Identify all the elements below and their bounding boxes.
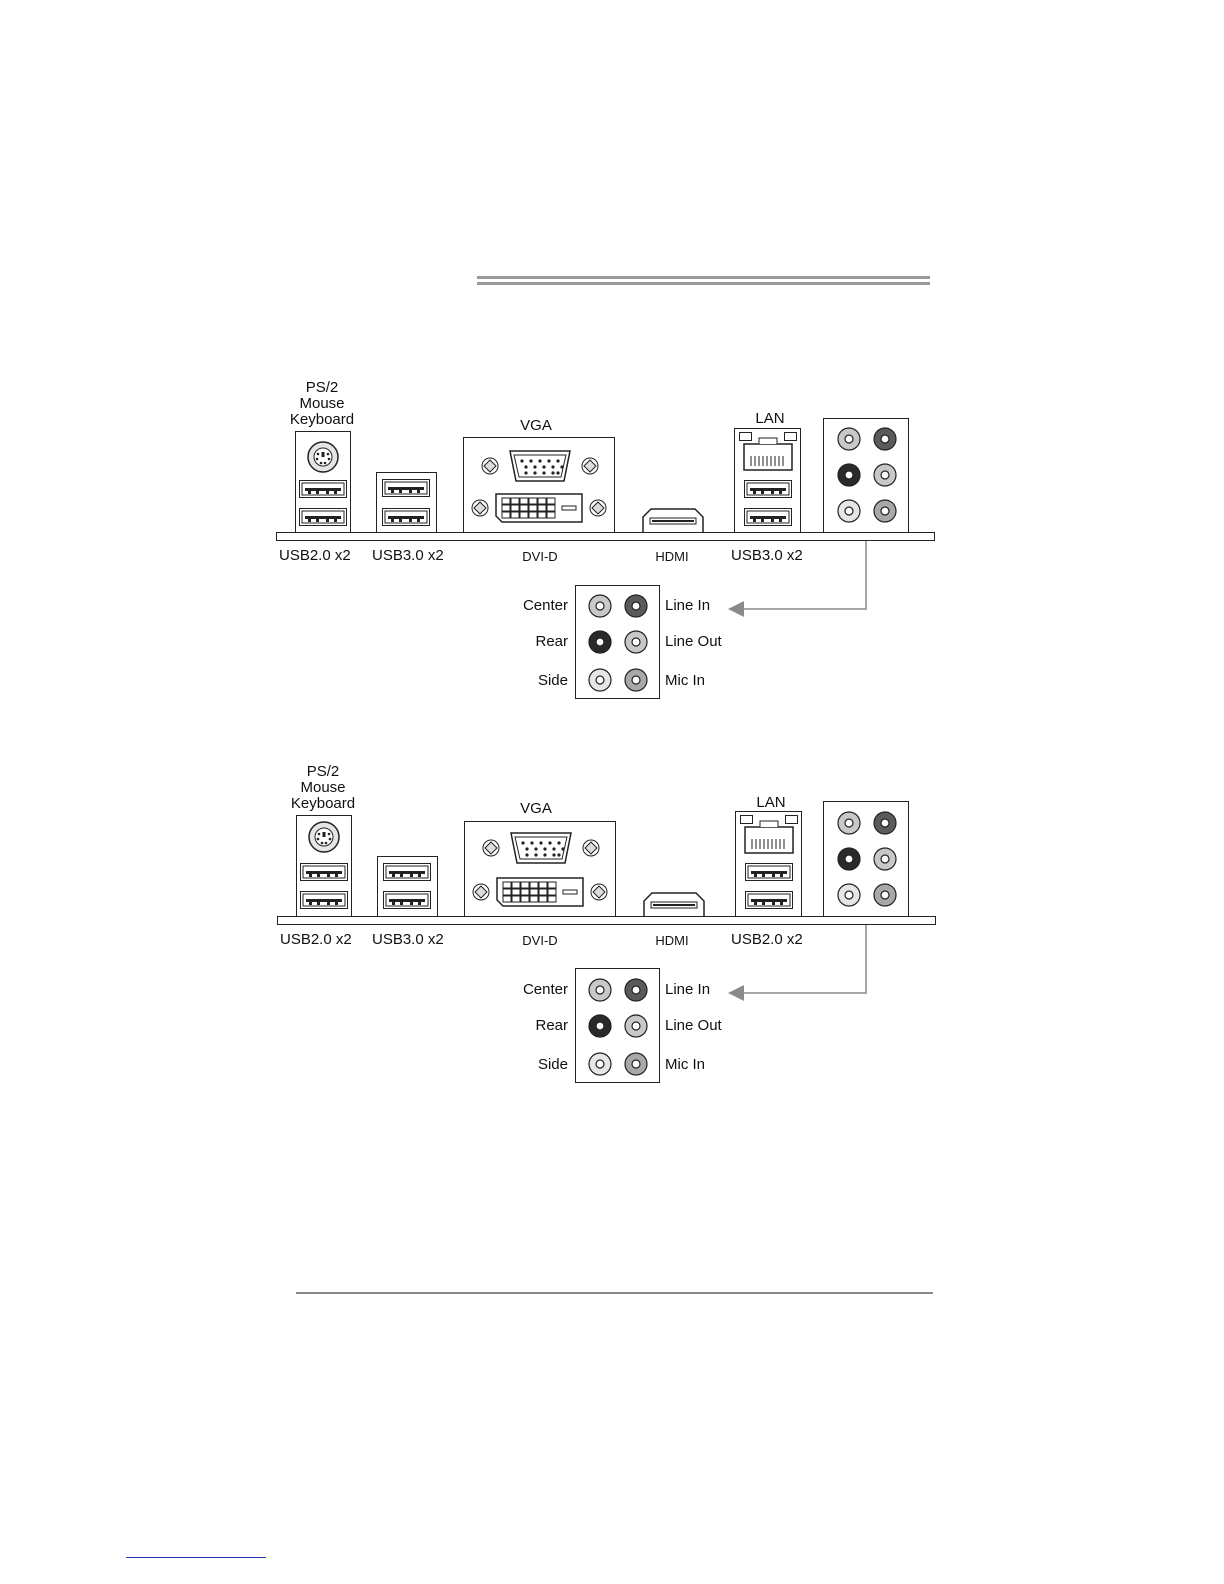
hdmi-label: HDMI (642, 933, 702, 949)
usb-mid-label: USB3.0 x2 (372, 932, 444, 948)
corner-link-underline (126, 1557, 266, 1558)
audio-jacks-icon (823, 801, 909, 917)
dvi-port-icon (467, 874, 613, 910)
lan-port-icon (740, 815, 798, 855)
usb-port-icon (745, 863, 793, 881)
dvi-label: DVI-D (508, 933, 572, 949)
ps2-label: PS/2 Mouse Keyboard (277, 764, 369, 812)
audio-legend-jacks-icon (575, 968, 660, 1083)
vga-label: VGA (506, 801, 566, 817)
lan-label: LAN (741, 795, 801, 811)
usb-left-label: USB2.0 x2 (280, 932, 352, 948)
audio-label-line-out: Line Out (665, 1018, 722, 1034)
usb-port-icon (383, 863, 431, 881)
audio-label-mic-in: Mic In (665, 1057, 705, 1073)
vga-port-icon (477, 828, 605, 868)
ps2-port-icon (307, 820, 341, 854)
audio-label-rear: Rear (500, 1018, 568, 1034)
usb-port-icon (745, 891, 793, 909)
usb-port-icon (383, 891, 431, 909)
arrow-connector (726, 925, 871, 1005)
footer-rule (296, 1292, 933, 1294)
audio-label-side: Side (500, 1057, 568, 1073)
usb-port-icon (300, 891, 348, 909)
usb-port-icon (300, 863, 348, 881)
io-baseplate (277, 916, 936, 925)
audio-label-line-in: Line In (665, 982, 710, 998)
io-panel-2: PS/2 Mouse Keyboard (0, 384, 1224, 1104)
audio-label-center: Center (500, 982, 568, 998)
hdmi-port-icon (643, 892, 705, 918)
